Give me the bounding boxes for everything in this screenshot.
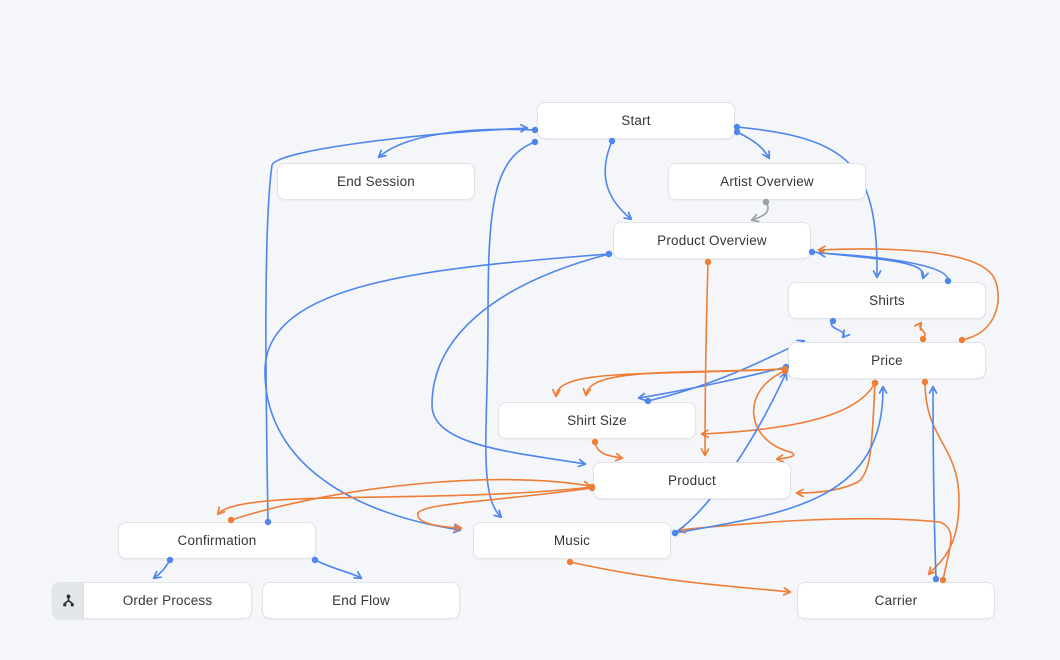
- edge-confirmation-to-product[interactable]: [230, 478, 592, 521]
- node-music[interactable]: Music: [473, 522, 671, 559]
- node-order-process[interactable]: Order Process: [52, 582, 252, 619]
- edge-price-to-shirt-size[interactable]: [700, 382, 876, 439]
- node-label: Product: [668, 473, 716, 488]
- edge-price-to-shirt-size[interactable]: [552, 368, 786, 398]
- edge-music-to-price[interactable]: [674, 371, 788, 534]
- node-artist-overview[interactable]: Artist Overview: [668, 163, 866, 200]
- edge-price-to-carrier[interactable]: [924, 381, 960, 576]
- node-start[interactable]: Start: [537, 102, 735, 139]
- edge-music-to-price[interactable]: [674, 385, 888, 534]
- node-label: Order Process: [122, 593, 213, 608]
- edge-shirt-size-to-product[interactable]: [594, 441, 624, 462]
- node-label: Price: [871, 353, 903, 368]
- node-label: Shirts: [869, 293, 905, 308]
- workflow-icon: [53, 583, 84, 618]
- edge-start-to-music[interactable]: [485, 141, 536, 519]
- edge-confirmation-to-start[interactable]: [265, 123, 529, 523]
- edge-music-to-carrier[interactable]: [569, 561, 792, 596]
- node-label: Product Overview: [657, 233, 767, 248]
- edge-product-overview-to-product[interactable]: [700, 261, 710, 457]
- edge-start-to-product-overview[interactable]: [604, 140, 633, 221]
- node-label: Start: [621, 113, 651, 128]
- node-end-flow[interactable]: End Flow: [262, 582, 460, 619]
- edge-carrier-to-music[interactable]: [677, 517, 952, 581]
- node-shirts[interactable]: Shirts: [788, 282, 986, 319]
- edge-shirts-to-price[interactable]: [830, 320, 851, 339]
- node-product[interactable]: Product: [593, 462, 791, 499]
- node-carrier[interactable]: Carrier: [797, 582, 995, 619]
- edge-product-to-confirmation[interactable]: [216, 486, 593, 516]
- edge-shirts-to-product-overview[interactable]: [817, 248, 949, 282]
- edge-confirmation-to-end-flow[interactable]: [314, 559, 363, 580]
- edge-start-to-artist-overview[interactable]: [736, 131, 771, 160]
- edge-product-overview-to-product[interactable]: [431, 253, 610, 468]
- edge-price-to-product[interactable]: [752, 370, 795, 463]
- node-price[interactable]: Price: [788, 342, 986, 379]
- node-product-overview[interactable]: Product Overview: [613, 222, 811, 259]
- edge-price-to-product[interactable]: [795, 382, 876, 498]
- node-label: Confirmation: [177, 533, 257, 548]
- edge-price-to-product-overview[interactable]: [817, 245, 999, 341]
- edge-product-overview-to-shirts[interactable]: [811, 251, 929, 280]
- edge-price-to-shirts[interactable]: [913, 321, 926, 340]
- node-label: Carrier: [874, 593, 918, 608]
- edge-artist-overview-to-product-overview[interactable]: [750, 201, 769, 223]
- edge-carrier-to-price[interactable]: [928, 385, 938, 580]
- node-label: End Flow: [332, 593, 390, 608]
- edge-product-to-music[interactable]: [417, 487, 593, 533]
- node-label: End Session: [337, 174, 415, 189]
- edge-confirmation-to-order-process[interactable]: [152, 559, 171, 580]
- node-shirt-size[interactable]: Shirt Size: [498, 402, 696, 439]
- edge-start-to-end-session[interactable]: [377, 128, 536, 159]
- node-confirmation[interactable]: Confirmation: [118, 522, 316, 559]
- node-label: Shirt Size: [567, 413, 627, 428]
- node-label: Artist Overview: [720, 174, 814, 189]
- node-end-session[interactable]: End Session: [277, 163, 475, 200]
- node-label: Music: [553, 533, 591, 548]
